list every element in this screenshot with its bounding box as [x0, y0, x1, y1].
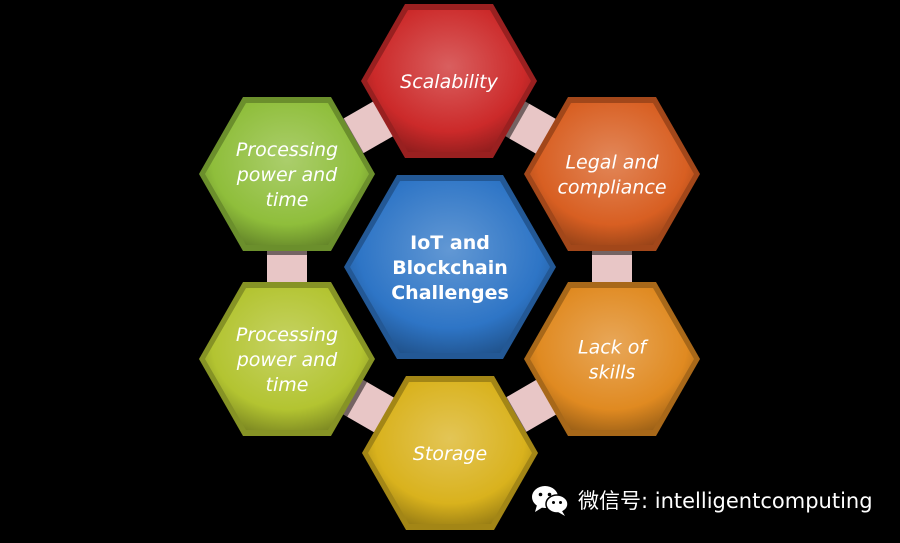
hexagon-face	[530, 103, 694, 245]
hexagon-label-line: Scalability	[400, 71, 498, 93]
hexagon-label-line: power and	[236, 164, 338, 186]
hexagon-processing-upper: Processing power and time	[199, 97, 378, 255]
hexagon-face	[205, 288, 369, 430]
hexagon-face	[350, 181, 550, 353]
hexagon-label-line: power and	[236, 349, 338, 371]
hexagon-label-line: Blockchain	[392, 257, 508, 279]
watermark-text: 微信号: intelligentcomputing	[578, 489, 873, 513]
hexagon-skills: Lack of skills	[524, 282, 703, 440]
watermark: 微信号: intelligentcomputing	[530, 481, 873, 519]
hexagon-scalability: Scalability	[361, 4, 540, 162]
hexagon-label-line: Processing	[236, 324, 338, 346]
hexagon-label-line: time	[266, 374, 309, 396]
hexagon-face	[205, 103, 369, 245]
hexagon-face	[368, 382, 532, 524]
hexagon-processing-lower: Processing power and time	[199, 282, 378, 440]
hexagon-face	[530, 288, 694, 430]
hexagon-label-line: compliance	[557, 177, 666, 199]
wechat-icon	[532, 486, 569, 516]
hexagon-label-line: Legal and	[565, 152, 659, 174]
hexagon-label-line: skills	[589, 362, 636, 384]
hexagon-label-line: Lack of	[578, 337, 649, 359]
hexagon-label-line: IoT and	[410, 232, 490, 254]
hexagon-storage: Storage	[362, 376, 541, 534]
hexagon-label-line: Storage	[413, 443, 487, 465]
hexagon-face	[367, 10, 531, 152]
hexagon-label-line: time	[266, 189, 309, 211]
hexagon-label-line: Processing	[236, 139, 338, 161]
hexagon-label-line: Challenges	[391, 282, 509, 304]
hexagon-legal: Legal and compliance	[524, 97, 703, 255]
